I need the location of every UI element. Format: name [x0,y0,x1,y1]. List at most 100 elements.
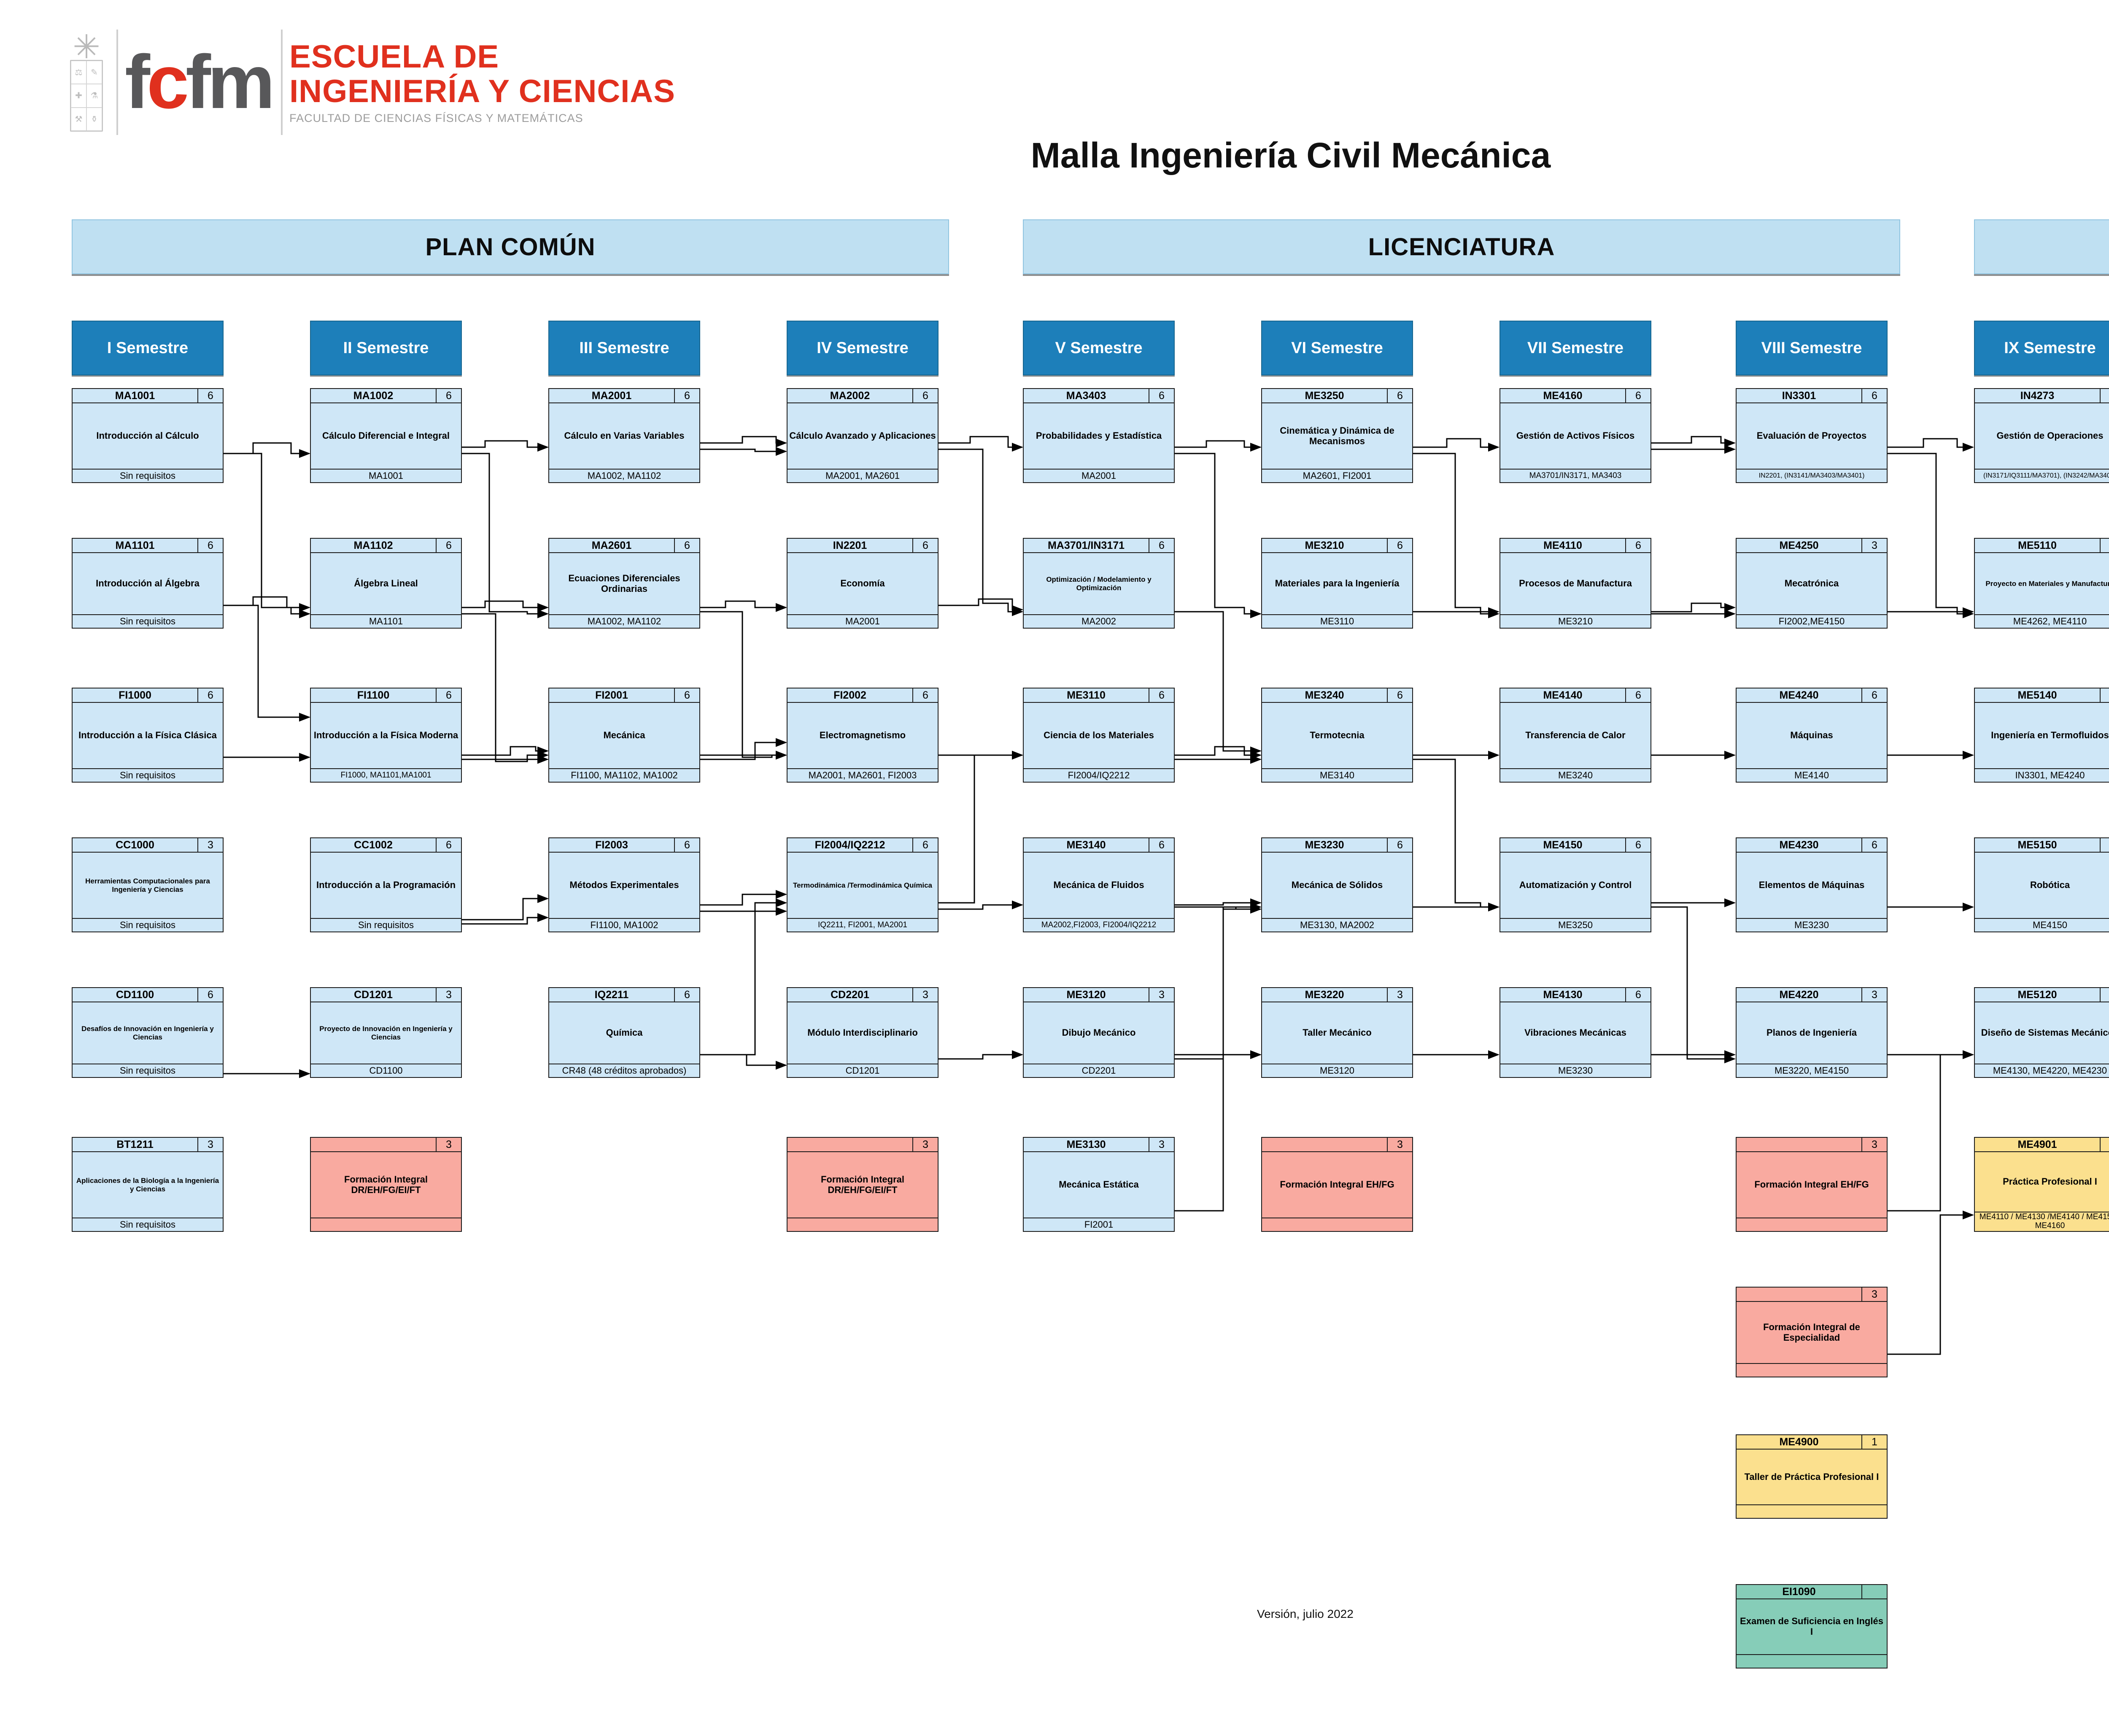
logo-divider-2 [281,30,283,135]
course-requisites: IN3301, ME4240 [1975,769,2109,782]
course-requisites: MA2002,FI2003, FI2004/IQ2212 [1024,919,1174,931]
semester-header-2: II Semestre [310,321,462,375]
course-name: Mecánica Estática [1024,1152,1174,1218]
semester-header-6: VI Semestre [1261,321,1413,375]
course-name: Herramientas Computacionales para Ingeni… [73,853,223,919]
course-name: Introducción al Cálculo [73,403,223,470]
course-requisites: Sin requisitos [73,919,223,931]
course-requisites: MA1002, MA1102 [549,470,699,482]
course-credits: 3 [208,1138,213,1150]
course-name: Transferencia de Calor [1500,703,1651,769]
course-code: MA3701/IN3171 [1024,539,1149,552]
course-code: IN2201 [788,539,913,552]
course-name: Introducción al Álgebra [73,553,223,615]
course-requisites: ME3230 [1500,1064,1651,1077]
course-code: MA2601 [549,539,675,552]
course-code: FI2003 [549,838,675,852]
course-credits: 6 [208,389,213,402]
course-requisites [1737,1505,1887,1518]
course-requisites: MA2601, FI2001 [1262,470,1412,482]
course-name: Cinemática y Dinámica de Mecanismos [1262,403,1412,470]
course-requisites [1737,1364,1887,1377]
course-name: Automatización y Control [1500,853,1651,919]
course-name: Métodos Experimentales [549,853,699,919]
course-credits: 6 [1872,389,1877,402]
course-requisites: ME4150 [1975,919,2109,931]
course-requisites: MA2001, MA2601, FI2003 [788,769,938,782]
course-name: Elementos de Máquinas [1737,853,1887,919]
course-code: CD1100 [73,988,198,1002]
course-name: Cálculo Diferencial e Integral [311,403,461,470]
course-code: ME3220 [1262,988,1388,1002]
course-credits: 1 [1872,1436,1877,1448]
course-code: CD2201 [788,988,913,1002]
course-credits: 6 [1635,389,1641,402]
course-requisites: ME3240 [1500,769,1651,782]
course-box-ME5140[interactable]: ME51406Ingeniería en TermofluidosIN3301,… [1974,688,2109,783]
course-name: Mecánica de Sólidos [1262,853,1412,919]
course-box-IN4273[interactable]: IN42736Gestión de Operaciones(IN3171/IQ3… [1974,388,2109,483]
course-code: ME3130 [1024,1138,1149,1151]
course-code: ME4901 [1975,1138,2101,1151]
course-box-ME5120[interactable]: ME51206Diseño de Sistemas MecánicosME413… [1974,987,2109,1078]
course-box-ME5110[interactable]: ME51106Proyecto en Materiales y Manufact… [1974,538,2109,629]
course-credits: 6 [1635,689,1641,701]
course-box-ME5150[interactable]: ME51506RobóticaME4150 [1974,837,2109,932]
course-code [788,1138,913,1151]
course-name: Ingeniería en Termofluidos [1975,703,2109,769]
course-name: Economía [788,553,938,615]
course-credits [1862,1585,1887,1598]
course-code: MA1001 [73,389,198,402]
